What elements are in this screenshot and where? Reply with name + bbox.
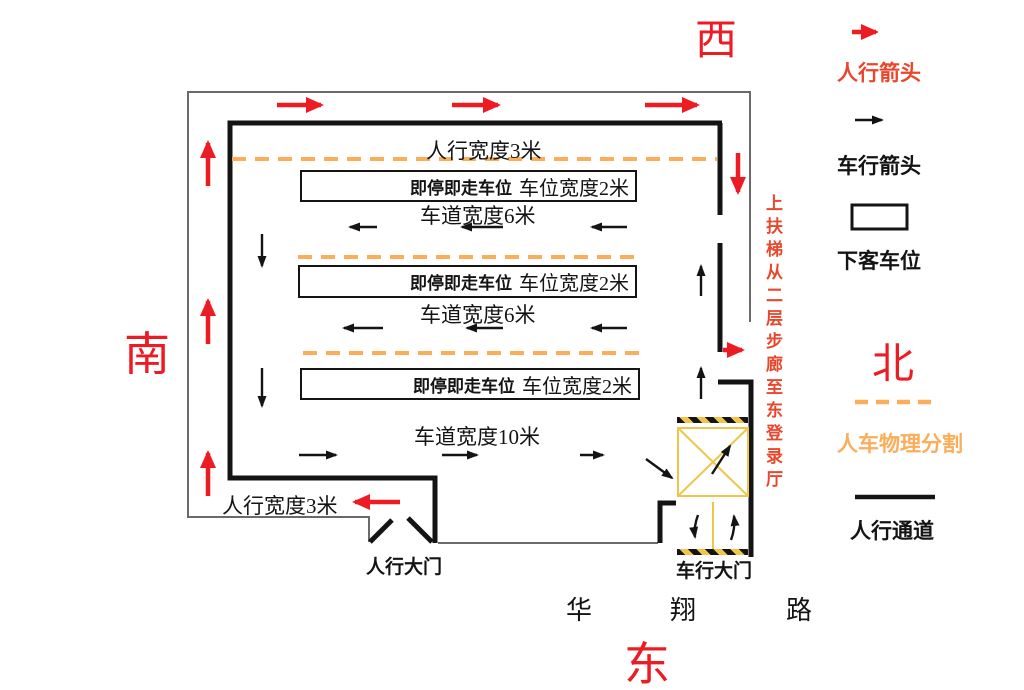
parking-row-name: 即停即走车位	[413, 376, 515, 396]
parking-row-width: 车位宽度2米	[519, 177, 629, 200]
compass-west: 西	[695, 18, 738, 64]
separation-dashes	[232, 157, 717, 355]
road-name-char-1: 华	[566, 596, 593, 625]
escalator-note: 上扶梯从二层步廊至东登录厅	[763, 194, 782, 493]
legend-veh-arrow-label: 车行箭头	[837, 155, 921, 178]
inner-walls	[227, 120, 754, 557]
vehicle-arrows	[257, 222, 740, 541]
parking-row-name: 即停即走车位	[410, 178, 512, 198]
road-name-char-2: 翔	[670, 596, 697, 625]
vehicle-gate-box	[677, 427, 749, 549]
lane-width-6-label-2: 车道宽度6米	[420, 303, 536, 327]
legend-ped-passage-label: 人行通道	[850, 520, 934, 543]
parking-row-width: 车位宽度2米	[522, 375, 632, 398]
pedestrian-gate-doors	[368, 516, 434, 544]
lane-width-10-label: 车道宽度10米	[414, 425, 540, 449]
legend-ped-arrow-label: 人行箭头	[837, 62, 921, 85]
parking-row-width: 车位宽度2米	[519, 273, 629, 295]
ped-width-top-label: 人行宽度3米	[426, 139, 542, 163]
parking-row-name: 即停即走车位	[410, 274, 512, 293]
compass-south: 南	[124, 329, 170, 380]
compass-north: 北	[872, 342, 915, 388]
legend-symbols	[850, 24, 935, 500]
outer-boundary	[187, 91, 751, 544]
ped-width-bottom-label: 人行宽度3米	[222, 494, 338, 518]
parking-row-3: 即停即走车位 车位宽度2米	[300, 368, 640, 400]
pedestrian-arrows	[200, 97, 746, 510]
parking-row-1: 即停即走车位 车位宽度2米	[300, 170, 637, 202]
vehicle-gate-label: 车行大门	[676, 561, 753, 582]
legend-separation-label: 人车物理分割	[837, 433, 963, 456]
road-name-char-3: 路	[786, 596, 813, 625]
compass-east: 东	[624, 639, 670, 690]
vehicle-gate-hazard-bar-top	[677, 417, 748, 423]
legend-dropoff-label: 下客车位	[837, 250, 921, 273]
pedestrian-gate-label: 人行大门	[366, 557, 443, 578]
lane-width-6-label-1: 车道宽度6米	[420, 204, 536, 228]
legend-dropoff-rect-icon	[850, 203, 909, 231]
parking-row-2: 即停即走车位 车位宽度2米	[298, 265, 637, 298]
vehicle-gate-hazard-bar-bottom	[677, 549, 748, 555]
